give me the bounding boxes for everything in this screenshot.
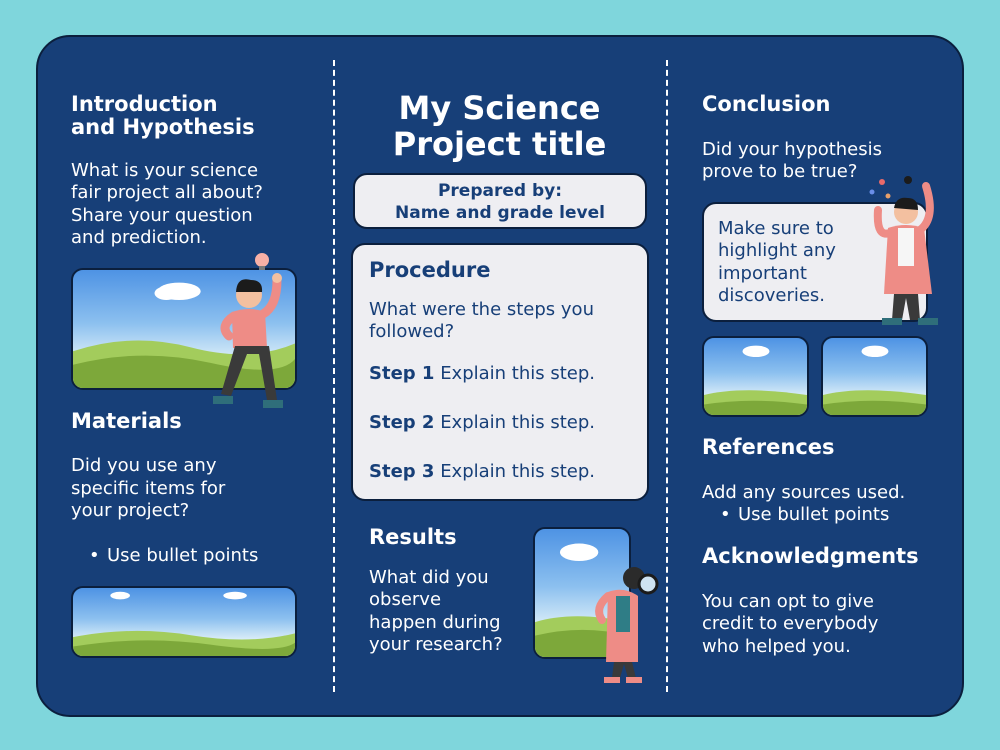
procedure-step-3: Step 3 Explain this step. bbox=[369, 461, 596, 482]
procedure-text-line1: What were the steps you bbox=[369, 299, 594, 320]
results-text-line2: observe bbox=[369, 589, 442, 610]
procedure-card bbox=[351, 243, 649, 501]
landscape-photo-materials bbox=[71, 586, 297, 658]
materials-text-line1: Did you use any bbox=[71, 455, 217, 476]
prepared-by-label: Prepared by: bbox=[437, 181, 563, 201]
highlight-text-line4: discoveries. bbox=[718, 285, 826, 306]
intro-text-line4: and prediction. bbox=[71, 227, 207, 248]
conclusion-heading: Conclusion bbox=[702, 92, 831, 116]
intro-text-line1: What is your science bbox=[71, 160, 259, 181]
results-text-line1: What did you bbox=[369, 567, 489, 588]
references-text: Add any sources used. bbox=[702, 482, 906, 503]
results-heading: Results bbox=[369, 525, 457, 549]
conclusion-text-line1: Did your hypothesis bbox=[702, 139, 882, 160]
boy-pointing-illustration bbox=[213, 253, 283, 408]
acknowledgments-text-line3: who helped you. bbox=[702, 636, 851, 657]
conclusion-text-line2: prove to be true? bbox=[702, 161, 858, 182]
acknowledgments-heading: Acknowledgments bbox=[702, 544, 919, 568]
prepared-by-card bbox=[353, 173, 647, 229]
intro-heading-line1: Introduction bbox=[71, 92, 218, 116]
acknowledgments-text-line2: credit to everybody bbox=[702, 613, 879, 634]
materials-text-line3: your project? bbox=[71, 500, 190, 521]
divider-left bbox=[333, 60, 335, 692]
intro-heading-line2: and Hypothesis bbox=[71, 115, 255, 139]
project-title-line1: My Science bbox=[398, 89, 601, 127]
acknowledgments-text-line1: You can opt to give bbox=[702, 591, 874, 612]
highlight-text-line2: highlight any bbox=[718, 240, 836, 261]
procedure-step-2: Step 2 Explain this step. bbox=[369, 412, 596, 433]
landscape-photo-conclusion-1 bbox=[702, 336, 809, 417]
materials-text-line2: specific items for bbox=[71, 478, 226, 499]
procedure-text-line2: followed? bbox=[369, 321, 455, 342]
landscape-photo-conclusion-2 bbox=[821, 336, 928, 417]
scientist-magnifier-illustration bbox=[595, 567, 659, 683]
results-text-line3: happen during bbox=[369, 612, 501, 633]
divider-right bbox=[666, 60, 668, 692]
procedure-heading: Procedure bbox=[369, 258, 491, 282]
intro-text-line3: Share your question bbox=[71, 205, 253, 226]
scientist-test-tube-illustration bbox=[869, 176, 938, 325]
materials-bullet: Use bullet points bbox=[89, 545, 258, 567]
references-bullet: Use bullet points bbox=[720, 504, 889, 526]
landscape-photo-intro bbox=[71, 268, 297, 390]
references-heading: References bbox=[702, 435, 835, 459]
intro-text-line2: fair project all about? bbox=[71, 182, 263, 203]
materials-heading: Materials bbox=[71, 409, 182, 433]
procedure-step-1: Step 1 Explain this step. bbox=[369, 363, 596, 384]
highlight-text-line1: Make sure to bbox=[718, 218, 834, 239]
name-grade-label: Name and grade level bbox=[395, 203, 605, 223]
results-text-line4: your research? bbox=[369, 634, 503, 655]
project-title-line2: Project title bbox=[392, 125, 607, 163]
highlight-text-line3: important bbox=[718, 263, 807, 284]
